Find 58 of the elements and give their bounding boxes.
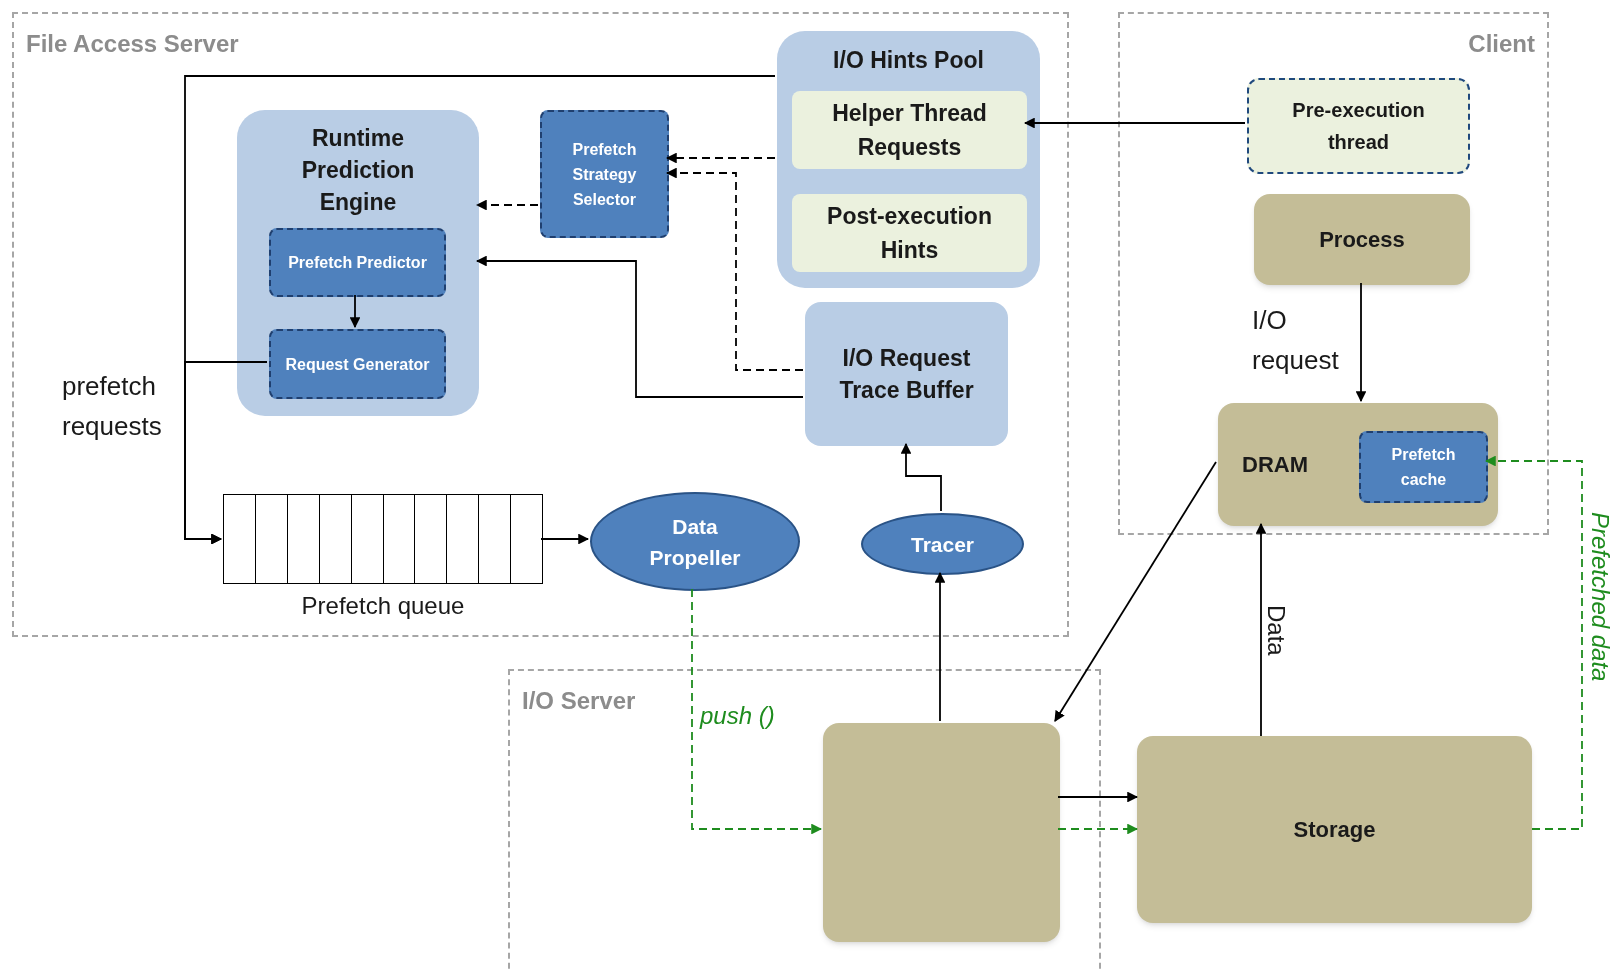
node-label: DRAM <box>1242 451 1308 479</box>
node-label: Prefetch Strategy Selector <box>571 139 638 210</box>
arrow <box>349 294 361 329</box>
component-box <box>1254 194 1470 285</box>
arrow <box>184 75 776 545</box>
node-label: Process <box>1319 226 1405 254</box>
arrow <box>1057 823 1139 835</box>
group-region <box>12 12 1069 637</box>
node-label: File Access Server <box>26 29 239 59</box>
module-box <box>269 228 446 297</box>
node-label: Request Generator <box>284 354 431 375</box>
arrow <box>475 199 539 211</box>
pool-box <box>777 31 1040 288</box>
process-box <box>792 91 1027 169</box>
edge-label: prefetch requests <box>62 370 163 443</box>
edge-label: Data <box>1262 605 1291 656</box>
node-label: Helper Thread Requests <box>831 98 988 162</box>
node-label: Prefetch queue <box>301 592 465 619</box>
arrow <box>1355 282 1367 403</box>
node-label: Tracer <box>909 531 976 558</box>
node-label: Prefetch Predictor <box>287 253 428 273</box>
node-label: Pre-execution thread <box>1291 98 1426 155</box>
node-label: Post-execution Hints <box>826 201 993 265</box>
arrow <box>475 255 804 398</box>
edge-label: push () <box>700 701 775 731</box>
node-label: Prefetch cache <box>1390 445 1457 490</box>
edge-label: I/O request <box>1252 304 1340 377</box>
arrow <box>691 588 823 835</box>
arrow <box>1484 455 1583 830</box>
arrow <box>1054 461 1217 722</box>
node-label: Client <box>1468 29 1535 59</box>
component-box <box>823 723 1060 942</box>
module-box <box>540 110 669 238</box>
module-box <box>269 329 446 399</box>
arrow <box>1023 117 1246 129</box>
group-region <box>1118 12 1549 535</box>
buffer-box <box>805 302 1008 446</box>
node-label: Data Propeller <box>648 513 742 571</box>
node-label: Runtime Prediction Engine <box>300 124 416 217</box>
process-box <box>792 194 1027 272</box>
arrow <box>540 533 590 545</box>
node-label: Storage <box>1293 816 1376 844</box>
arrow <box>934 571 946 722</box>
arrow <box>1057 791 1139 803</box>
arrow <box>665 167 804 371</box>
group-region <box>508 669 1101 970</box>
node-label: I/O Server <box>522 686 636 716</box>
arrow <box>900 442 942 512</box>
arrow <box>1255 522 1267 737</box>
node-label: I/O Request Trace Buffer <box>838 344 975 405</box>
arrow <box>665 152 776 164</box>
module-box <box>1359 431 1488 503</box>
edge-label: Prefetched data <box>1586 512 1612 682</box>
engine-box <box>237 110 479 416</box>
memory-box <box>1218 403 1498 526</box>
thread-box <box>1247 78 1470 174</box>
node-label: I/O Hints Pool <box>833 46 984 75</box>
component-box <box>1137 736 1532 923</box>
